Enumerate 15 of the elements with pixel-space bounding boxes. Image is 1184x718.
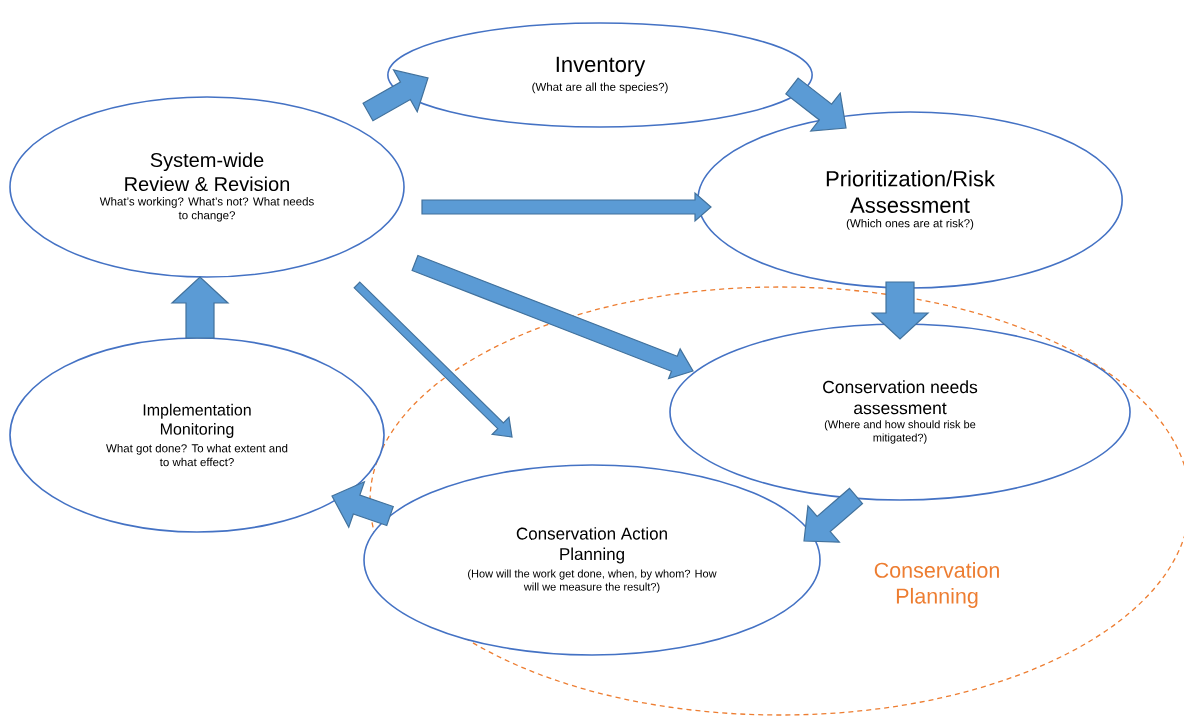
block-arrow: [362, 69, 429, 122]
ellipse-node: Prioritization/Risk Assessment (Which ones are at risk?): [697, 111, 1123, 289]
block-arrow: [411, 254, 694, 380]
block-arrow: [803, 487, 864, 543]
ellipse-node: Inventory (What are all the species?): [387, 22, 813, 128]
region-label: Conservation Planning: [874, 562, 999, 608]
block-arrow: [353, 281, 513, 438]
ellipse-node: Conservation Action Planning (How will the work get done, when, by whom? How will we measure the result?): [363, 464, 821, 656]
ellipse-node: System-wide Review & Revision What’s working? What’s not? What needs to change?: [9, 96, 405, 278]
ellipse-node: Implementation Monitoring What got done? To what extent and to what effect?: [9, 337, 385, 533]
block-arrow: [785, 77, 847, 132]
block-arrow: [870, 281, 930, 340]
block-arrow: [421, 191, 712, 223]
block-arrow: [170, 276, 230, 339]
ellipse-node: Conservation needs assessment (Where and how should risk be mitigated?): [669, 323, 1131, 501]
